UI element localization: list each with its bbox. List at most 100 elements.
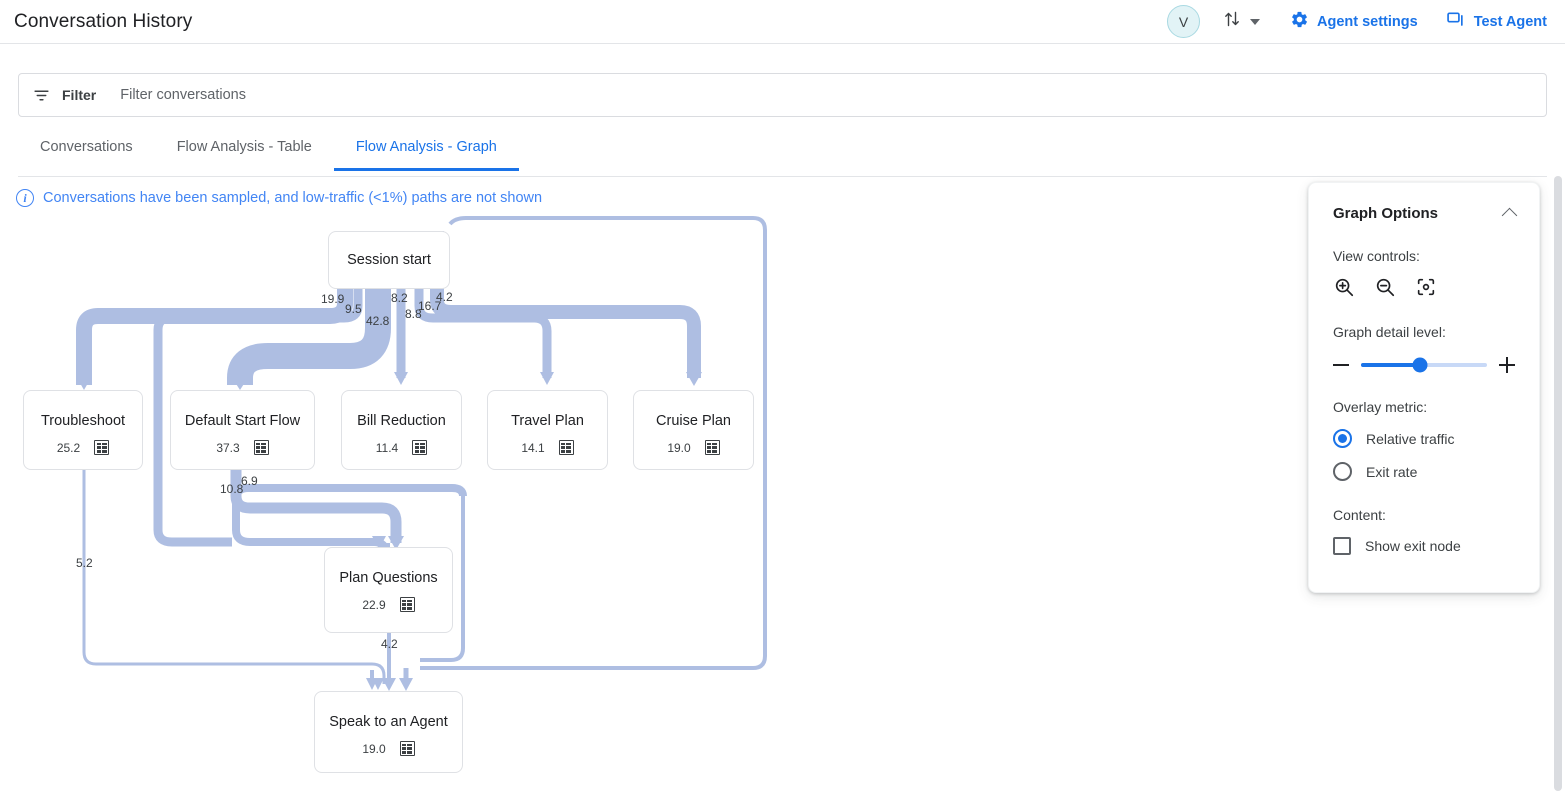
node-label: Plan Questions	[339, 570, 438, 586]
node-metric: 11.4	[375, 440, 399, 455]
tab-bar: Conversations Flow Analysis - Table Flow…	[18, 133, 1547, 177]
edge-label-8-8: 8.8	[405, 307, 422, 321]
radio-icon-unchecked	[1333, 462, 1352, 481]
edge-label-10-8: 10.8	[220, 482, 244, 496]
radio-relative-traffic[interactable]: Relative traffic	[1333, 429, 1515, 448]
node-metric: 25.2	[56, 440, 81, 455]
scrollbar-thumb[interactable]	[1554, 176, 1562, 791]
graph-node-default-start-flow[interactable]: Default Start Flow 37.3	[170, 390, 315, 470]
sort-arrows-icon	[1222, 9, 1242, 34]
edge-label-6-9: 6.9	[241, 474, 258, 488]
table-icon[interactable]	[558, 440, 574, 455]
chevron-down-icon	[1249, 18, 1260, 25]
edge-label-5-2: 5.2	[76, 556, 93, 570]
graph-node-session-start[interactable]: Session start	[328, 231, 450, 289]
chat-bubble-icon	[1446, 10, 1466, 34]
info-icon: i	[16, 189, 34, 207]
sampling-info-text: Conversations have been sampled, and low…	[43, 190, 543, 206]
node-metric-row: 22.9	[362, 597, 415, 612]
filter-bar: Filter	[18, 73, 1547, 117]
agent-settings-label: Agent settings	[1316, 13, 1418, 30]
radio-icon-checked	[1333, 429, 1352, 448]
tab-flow-analysis-graph[interactable]: Flow Analysis - Graph	[333, 133, 519, 171]
node-label: Travel Plan	[511, 413, 584, 429]
node-metric-row: 19.0	[667, 440, 720, 455]
sort-control[interactable]	[1222, 9, 1260, 34]
checkbox-label: Show exit node	[1365, 538, 1461, 554]
edge-label-42-8: 42.8	[366, 314, 390, 328]
chevron-up-icon[interactable]	[1501, 207, 1518, 224]
minus-icon[interactable]	[1333, 364, 1349, 366]
view-controls-label: View controls:	[1333, 248, 1420, 264]
table-icon[interactable]	[399, 741, 415, 756]
node-metric: 37.3	[216, 440, 240, 455]
node-label: Bill Reduction	[357, 413, 446, 429]
table-icon[interactable]	[704, 440, 720, 455]
node-metric-row: 11.4	[375, 440, 428, 455]
node-metric: 19.0	[667, 440, 691, 455]
node-metric: 14.1	[521, 440, 545, 455]
recenter-icon[interactable]	[1415, 276, 1437, 298]
radio-label: Relative traffic	[1366, 430, 1455, 447]
graph-node-cruise-plan[interactable]: Cruise Plan 19.0	[633, 390, 754, 470]
radio-label: Exit rate	[1366, 463, 1418, 480]
table-icon[interactable]	[94, 440, 110, 455]
content-label: Content:	[1333, 507, 1386, 523]
node-metric-row: 14.1	[521, 440, 574, 455]
graph-options-title: Graph Options	[1333, 205, 1438, 222]
filter-icon[interactable]	[33, 87, 50, 104]
node-label: Session start	[347, 252, 431, 268]
graph-detail-slider[interactable]	[1361, 357, 1487, 373]
table-icon[interactable]	[412, 440, 428, 455]
edge-label-4-2-top: 4.2	[436, 290, 453, 304]
plus-icon[interactable]	[1499, 357, 1515, 373]
flow-graph-canvas[interactable]: Session start Troubleshoot 25.2 Default …	[0, 178, 1540, 798]
edge-label-19-9: 19.9	[321, 292, 345, 306]
tab-conversations[interactable]: Conversations	[40, 139, 133, 155]
checkbox-show-exit-node[interactable]: Show exit node	[1333, 537, 1515, 555]
overlay-metric-label: Overlay metric:	[1333, 399, 1428, 415]
graph-options-panel: Graph Options View controls:	[1308, 182, 1540, 593]
tab-flow-analysis-table[interactable]: Flow Analysis - Table	[176, 139, 312, 155]
graph-node-speak-to-an-agent[interactable]: Speak to an Agent 19.0	[314, 691, 463, 773]
node-metric: 19.0	[362, 741, 386, 756]
radio-exit-rate[interactable]: Exit rate	[1333, 462, 1515, 481]
radio-dot	[1338, 434, 1347, 443]
avatar-initial: V	[1178, 13, 1189, 30]
edge-label-8-2: 8.2	[391, 291, 408, 305]
graph-options-header: Graph Options	[1333, 205, 1518, 224]
slider-thumb[interactable]	[1412, 357, 1428, 373]
checkbox-icon	[1333, 537, 1351, 555]
zoom-out-icon[interactable]	[1374, 276, 1396, 298]
edge-label-4-2-bottom: 4.2	[381, 637, 398, 651]
sampling-info-banner: i Conversations have been sampled, and l…	[16, 189, 542, 207]
edge-label-16-7: 16.7	[418, 299, 442, 313]
node-metric-row: 19.0	[362, 741, 415, 756]
header-actions: V Agent settings	[1166, 5, 1565, 38]
table-icon[interactable]	[399, 597, 415, 612]
view-controls	[1333, 276, 1515, 298]
table-icon[interactable]	[253, 440, 269, 455]
graph-node-travel-plan[interactable]: Travel Plan 14.1	[487, 390, 608, 470]
agent-settings-button[interactable]: Agent settings	[1290, 10, 1418, 33]
node-metric-row: 37.3	[216, 440, 269, 455]
node-label: Speak to an Agent	[329, 714, 448, 730]
test-agent-label: Test Agent	[1473, 13, 1547, 30]
filter-label: Filter	[62, 87, 97, 103]
node-label: Default Start Flow	[184, 413, 301, 429]
graph-detail-level-label: Graph detail level:	[1333, 324, 1446, 340]
filter-input[interactable]	[118, 86, 619, 104]
zoom-in-icon[interactable]	[1333, 276, 1355, 298]
test-agent-button[interactable]: Test Agent	[1446, 10, 1547, 34]
graph-node-troubleshoot[interactable]: Troubleshoot 25.2	[23, 390, 143, 470]
edge-label-9-5: 9.5	[345, 302, 362, 316]
avatar[interactable]: V	[1166, 5, 1200, 38]
node-metric-row: 25.2	[56, 440, 110, 455]
slider-fill	[1361, 363, 1421, 367]
node-label: Cruise Plan	[656, 413, 731, 429]
graph-node-plan-questions[interactable]: Plan Questions 22.9	[324, 547, 453, 633]
node-label: Troubleshoot	[40, 413, 126, 429]
gear-icon	[1290, 10, 1309, 33]
flow-edges	[76, 216, 767, 691]
graph-node-bill-reduction[interactable]: Bill Reduction 11.4	[341, 390, 462, 470]
